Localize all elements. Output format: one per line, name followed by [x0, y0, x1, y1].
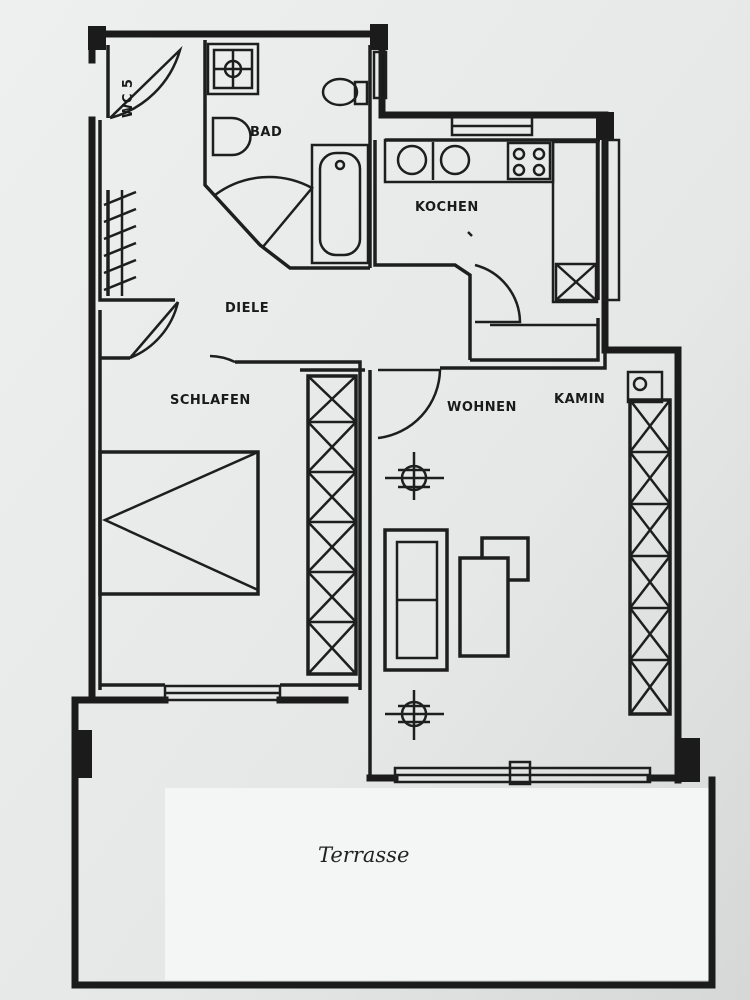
label-kamin: KAMIN — [554, 392, 605, 407]
kitchen-fixtures — [383, 138, 599, 304]
doors — [109, 45, 522, 440]
wall-corner-blocks — [72, 24, 700, 782]
label-terrasse: Terrasse — [318, 843, 409, 867]
plant-bottom — [385, 690, 444, 740]
label-wc: WC 5 — [121, 79, 136, 118]
label-diele: DIELE — [225, 301, 269, 316]
label-kochen: KOCHEN — [415, 200, 479, 215]
bath-fixtures — [206, 42, 370, 265]
bed — [98, 450, 260, 596]
coat-rack — [103, 190, 137, 296]
terrace-label-patch — [165, 788, 710, 980]
label-schlafen: SCHLAFEN — [170, 393, 251, 408]
wardrobe-schlafen — [306, 374, 358, 676]
living-furniture — [383, 452, 530, 740]
wardrobe-wohnen — [626, 370, 672, 716]
windows — [163, 50, 652, 786]
plant-top — [385, 452, 444, 500]
label-wohnen: WOHNEN — [447, 400, 517, 415]
label-bad: BAD — [250, 125, 282, 140]
